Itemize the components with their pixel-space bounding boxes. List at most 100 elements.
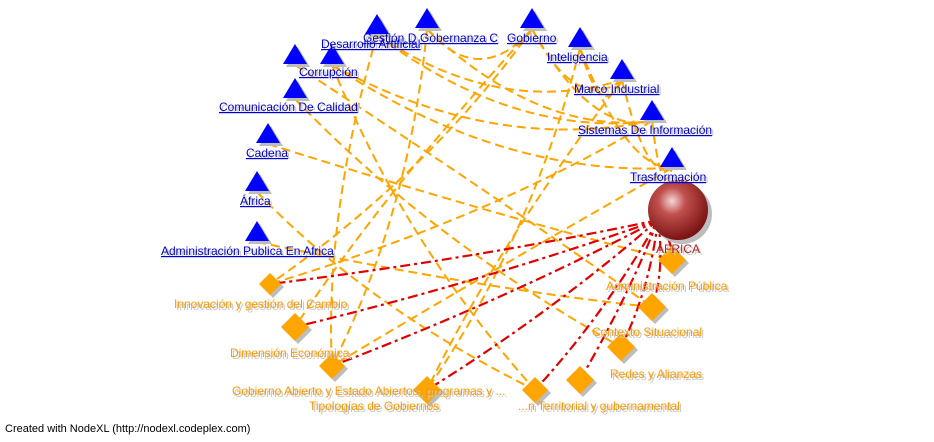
topic-node-label[interactable]: África [240,193,271,208]
topic-node-label-shadow: Corrupción [301,67,360,81]
footer-credit: Created with NodeXL (http://nodexl.codep… [5,423,251,435]
category-node-label[interactable]: Innovación y gestión del Cambio [174,297,348,311]
topic-topic-edge [426,28,533,60]
hub-category-edge [331,219,659,368]
topic-category-edge [331,167,673,367]
topic-node-label-shadow: Gobierno [509,33,559,47]
topic-node-label-shadow: Gobernanza C [422,33,500,47]
topic-node-label-shadow: Marco Industrial [576,84,661,98]
topic-topic-edge [531,28,653,124]
hub-category-edge [620,219,660,348]
topic-node-label-shadow: Trasformación [632,172,708,186]
hub-node-label-shadow: AFRICA [658,244,702,258]
category-node-label-shadow: Contexto Situacional [594,327,704,341]
diamond-node[interactable] [522,377,548,403]
diamond-node[interactable] [319,353,345,379]
diamond-node[interactable] [638,293,666,321]
category-node-label[interactable]: Dimensión Económica [230,346,350,360]
triangle-node[interactable] [365,14,389,34]
category-node-label[interactable]: Contexto Situacional [592,325,702,339]
diamond-node[interactable] [413,376,441,404]
triangle-node[interactable] [283,78,307,98]
topic-edges [256,28,673,391]
diamond-node[interactable] [658,246,686,274]
topic-category-edge [331,64,536,391]
triangle-node[interactable] [245,171,269,191]
topic-category-edge [426,79,623,391]
topic-category-edge [331,28,428,367]
topic-node-label-shadow: Comunicación De Calidad [221,102,360,116]
topic-node-label[interactable]: Corrupción [299,65,358,79]
topic-node-label[interactable]: Gestión D [363,31,417,45]
triangle-node[interactable] [640,100,664,120]
topic-category-edge [269,120,653,285]
triangle-node[interactable] [256,123,280,143]
hub-edges [269,218,674,391]
category-node-label[interactable]: Gobierno Abierto y Estado Abiertos, prog… [232,384,505,398]
topic-topic-edge [651,120,673,181]
topic-node-label[interactable]: Cadena [246,146,288,160]
category-node-label[interactable]: Tipologías de Gobiernos [309,399,439,413]
topic-node-label-shadow: Sistemas De Información [580,125,714,139]
diamond-node[interactable] [259,273,281,295]
category-node-label[interactable]: ...n Territorial y gubernamental [518,399,680,413]
hub-category-edge [426,219,659,391]
topic-node-label[interactable]: Comunicación De Calidad [219,100,358,114]
topic-category-edge [256,191,536,391]
topic-node-label[interactable]: Administración Publica En Africa [161,244,334,258]
category-node-label-shadow: Redes y Alianzas [612,369,704,383]
topic-category-edge [294,28,533,328]
topic-node-label[interactable]: Inteligencia [547,50,608,64]
hub-category-edge [269,218,659,286]
topic-node-label[interactable]: Desarrollo Artificial [321,37,420,51]
category-node-label-shadow: Dimensión Económica [232,348,352,362]
hub-category-edge [579,219,660,381]
category-node-label[interactable]: Administración Pública [606,279,728,293]
diamond-node[interactable] [566,366,594,394]
triangle-node[interactable] [520,8,544,28]
graph-nodes [245,8,712,407]
topic-node-label[interactable]: Trasformación [630,170,706,184]
hub-node-sphere[interactable] [648,180,708,240]
diamond-node[interactable] [281,313,309,341]
topic-node-label[interactable]: Marco Industrial [574,82,659,96]
topic-category-edge [269,28,533,285]
topic-topic-edge [579,47,623,98]
topic-node-label-shadow: Gestión D [365,33,419,47]
diamond-node[interactable] [607,333,635,361]
topic-topic-edge [376,34,623,93]
category-node-label[interactable]: Redes y Alianzas [610,367,702,381]
topic-node-label[interactable]: Gobernanza C [420,31,498,45]
hub-category-edge [534,219,659,391]
topic-category-edge [256,241,653,308]
topic-category-edge [426,47,581,391]
triangle-node[interactable] [283,44,307,64]
category-node-label-shadow: Administración Pública [608,281,730,295]
topic-topic-edge [331,64,653,131]
triangle-node[interactable] [660,147,684,167]
topic-node-label-shadow: África [242,195,273,210]
topic-node-label-shadow: Administración Publica En Africa [163,246,336,260]
topic-category-edge [294,64,653,308]
topic-node-label-shadow: Desarrollo Artificial [323,39,422,53]
topic-node-label-shadow: Cadena [248,148,290,162]
triangle-node[interactable] [245,221,269,241]
triangle-node[interactable] [610,59,634,79]
topic-topic-edge [331,64,673,170]
topic-node-label[interactable]: Sistemas De Información [578,123,712,137]
category-node-label-shadow: ...n Territorial y gubernamental [520,401,682,415]
category-node-label-shadow: Tipologías de Gobiernos [311,401,441,415]
category-node-label-shadow: Gobierno Abierto y Estado Abiertos, prog… [234,386,507,400]
topic-category-edge [294,98,622,348]
category-node-label-shadow: Innovación y gestión del Cambio [176,299,350,313]
hub-node-label[interactable]: AFRICA [656,242,700,256]
hub-category-edge [294,218,659,329]
topic-node-label-shadow: Inteligencia [549,52,610,66]
triangle-node[interactable] [568,27,592,47]
triangle-node[interactable] [320,44,344,64]
topic-node-label[interactable]: Gobierno [507,31,557,45]
triangle-node[interactable] [415,8,439,28]
